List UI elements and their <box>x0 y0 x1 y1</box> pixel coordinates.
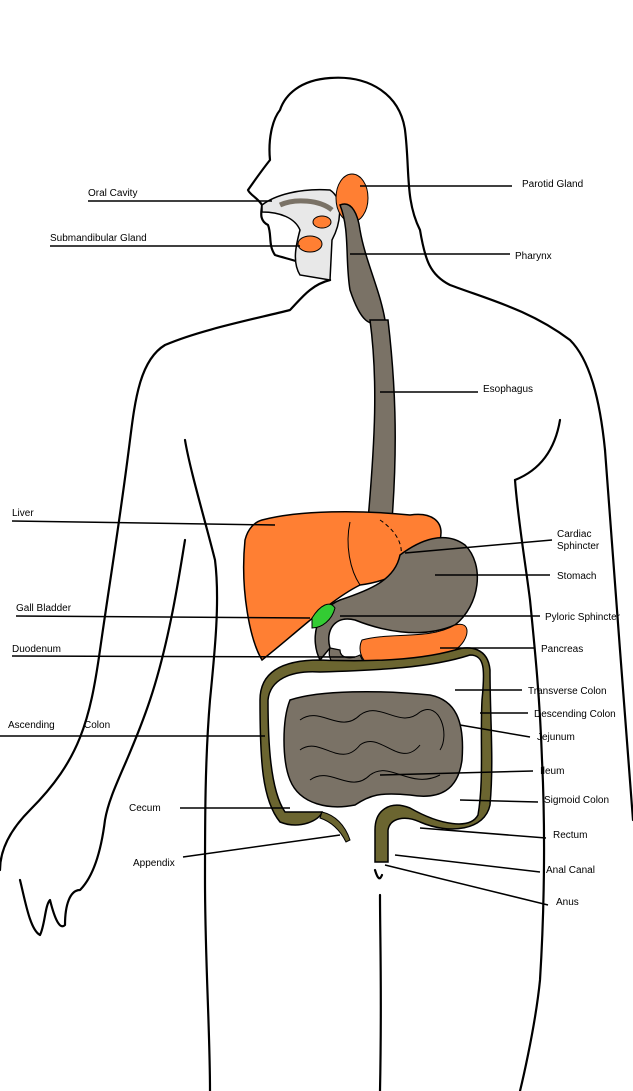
label-gall-bladder: Gall Bladder <box>16 603 72 614</box>
small-intestine-shape <box>283 690 464 808</box>
label-stomach: Stomach <box>557 571 596 582</box>
label-cecum: Cecum <box>129 803 161 814</box>
sublingual-gland-shape <box>312 215 332 229</box>
label-rectum: Rectum <box>553 830 587 841</box>
label-jejunum: Jejunum <box>537 732 575 743</box>
label-anal-canal: Anal Canal <box>546 865 595 876</box>
label-ascending-colon-word1: Ascending <box>8 720 55 731</box>
esophagus-shape <box>367 319 396 521</box>
appendix-shape <box>319 811 351 843</box>
label-submandibular-gland: Submandibular Gland <box>50 233 147 244</box>
label-ileum: Ileum <box>540 766 564 777</box>
label-descending-colon: Descending Colon <box>534 709 616 720</box>
gall-bladder-shape <box>311 603 336 629</box>
label-pyloric-sphincter: Pyloric Sphincter <box>545 612 621 623</box>
label-liver: Liver <box>12 508 34 519</box>
submandibular-gland-shape <box>297 235 323 253</box>
label-pharynx: Pharynx <box>515 251 552 262</box>
pharynx-shape <box>339 203 386 325</box>
label-oral-cavity: Oral Cavity <box>88 188 137 199</box>
label-appendix: Appendix <box>133 858 175 869</box>
label-cardiac-sphincter-line1: Cardiac <box>557 529 591 540</box>
oral-cavity-shape <box>261 188 341 281</box>
label-cardiac-sphincter-line2: Sphincter <box>557 541 600 552</box>
stomach-shape <box>314 536 478 662</box>
label-parotid-gland: Parotid Gland <box>522 179 583 190</box>
label-anus: Anus <box>556 897 579 908</box>
body-outline <box>0 76 633 1091</box>
leader-lines <box>0 185 553 906</box>
colon-shape <box>259 647 493 863</box>
label-esophagus: Esophagus <box>483 384 533 395</box>
label-transverse-colon: Transverse Colon <box>528 686 607 697</box>
label-duodenum: Duodenum <box>12 644 61 655</box>
label-sigmoid-colon: Sigmoid Colon <box>544 795 609 806</box>
label-pancreas: Pancreas <box>541 644 583 655</box>
label-ascending-colon-word2: Colon <box>84 720 110 731</box>
